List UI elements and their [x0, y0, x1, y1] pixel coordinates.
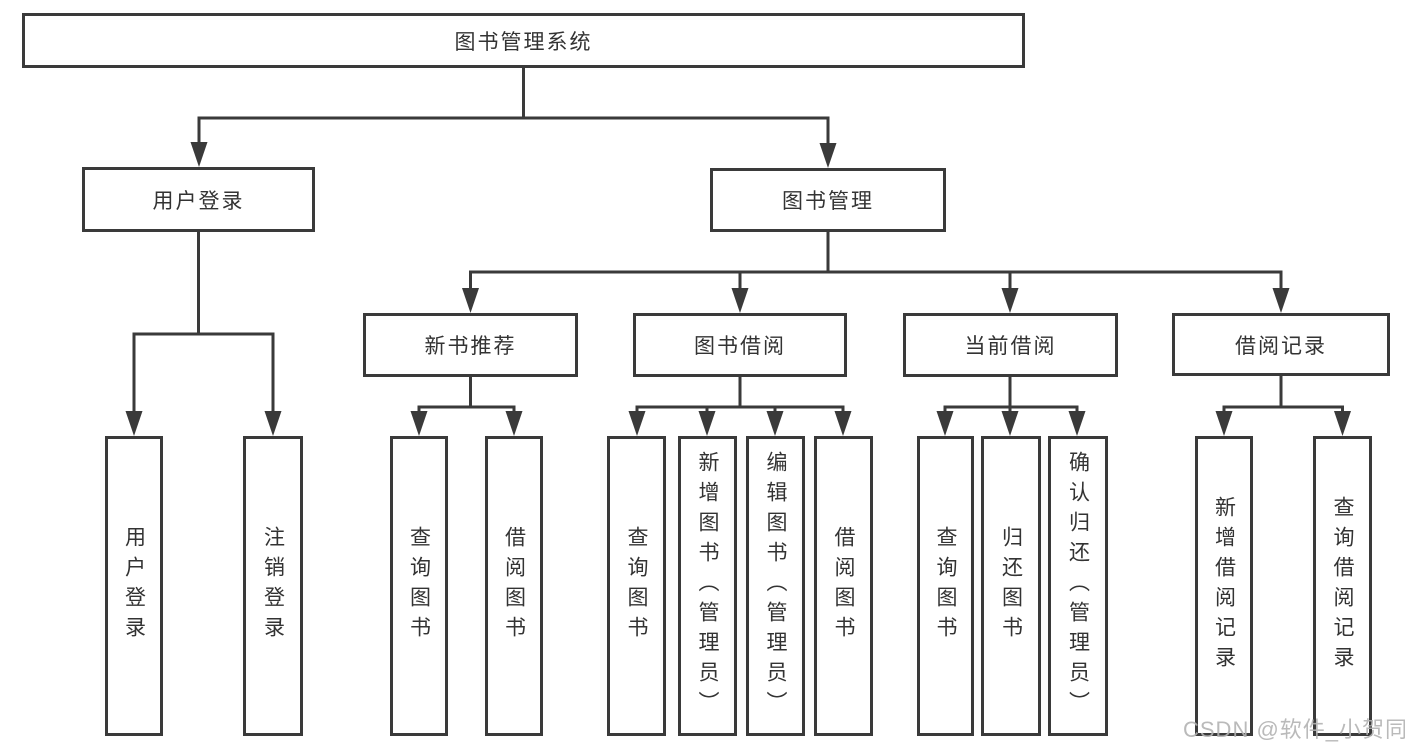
leaf-label: 查询图书 [407, 526, 431, 646]
arrowhead-icons [125, 142, 1351, 436]
leaf-label: 查询借阅记录 [1331, 496, 1354, 676]
leaf-return-book: 归还图书 [981, 436, 1041, 736]
leaf-add-borrow-record: 新增借阅记录 [1195, 436, 1253, 736]
leaf-label: 查询图书 [934, 526, 957, 646]
leaf-label: 用户登录 [122, 526, 146, 646]
node-book-borrowing: 图书借阅 [633, 313, 847, 377]
leaf-label: 新增借阅记录 [1212, 496, 1236, 676]
leaf-edit-book-admin: 编辑图书（管理员） [746, 436, 805, 736]
node-user-login: 用户登录 [82, 167, 315, 232]
node-label: 用户登录 [152, 189, 245, 213]
node-label: 图书管理 [782, 190, 874, 213]
leaf-label: 查询图书 [625, 526, 648, 646]
node-library-management-system: 图书管理系统 [22, 13, 1025, 68]
leaf-label: 归还图书 [999, 526, 1023, 646]
leaf-label: 新增图书（管理员） [696, 451, 719, 721]
leaf-label: 借阅图书 [832, 526, 855, 646]
node-current-borrowing: 当前借阅 [903, 313, 1118, 377]
leaf-current-query-book: 查询图书 [917, 436, 974, 736]
leaf-label: 注销登录 [261, 526, 285, 646]
leaf-label: 借阅图书 [502, 526, 526, 646]
leaf-recommend-query-book: 查询图书 [390, 436, 448, 736]
node-book-management: 图书管理 [710, 168, 946, 232]
leaf-label: 确认归还（管理员） [1066, 451, 1090, 721]
leaf-borrowing-query-book: 查询图书 [607, 436, 666, 736]
node-label: 图书借阅 [694, 335, 786, 358]
leaf-add-book-admin: 新增图书（管理员） [678, 436, 737, 736]
leaf-borrow-book: 借阅图书 [814, 436, 873, 736]
leaf-label: 编辑图书（管理员） [764, 451, 787, 721]
leaf-user-login: 用户登录 [105, 436, 163, 736]
leaf-confirm-return-admin: 确认归还（管理员） [1048, 436, 1108, 736]
leaf-logout-login: 注销登录 [243, 436, 303, 736]
node-label: 借阅记录 [1235, 334, 1327, 358]
node-label: 新书推荐 [424, 335, 517, 358]
node-label: 图书管理系统 [454, 30, 593, 54]
csdn-watermark: CSDN @软件_小贺同学 [1183, 717, 1405, 742]
leaf-query-borrow-record: 查询借阅记录 [1313, 436, 1372, 736]
node-label: 当前借阅 [964, 335, 1057, 358]
leaf-recommend-borrow-book: 借阅图书 [485, 436, 543, 736]
node-new-book-recommendation: 新书推荐 [363, 313, 578, 377]
node-borrowing-records: 借阅记录 [1172, 313, 1390, 376]
